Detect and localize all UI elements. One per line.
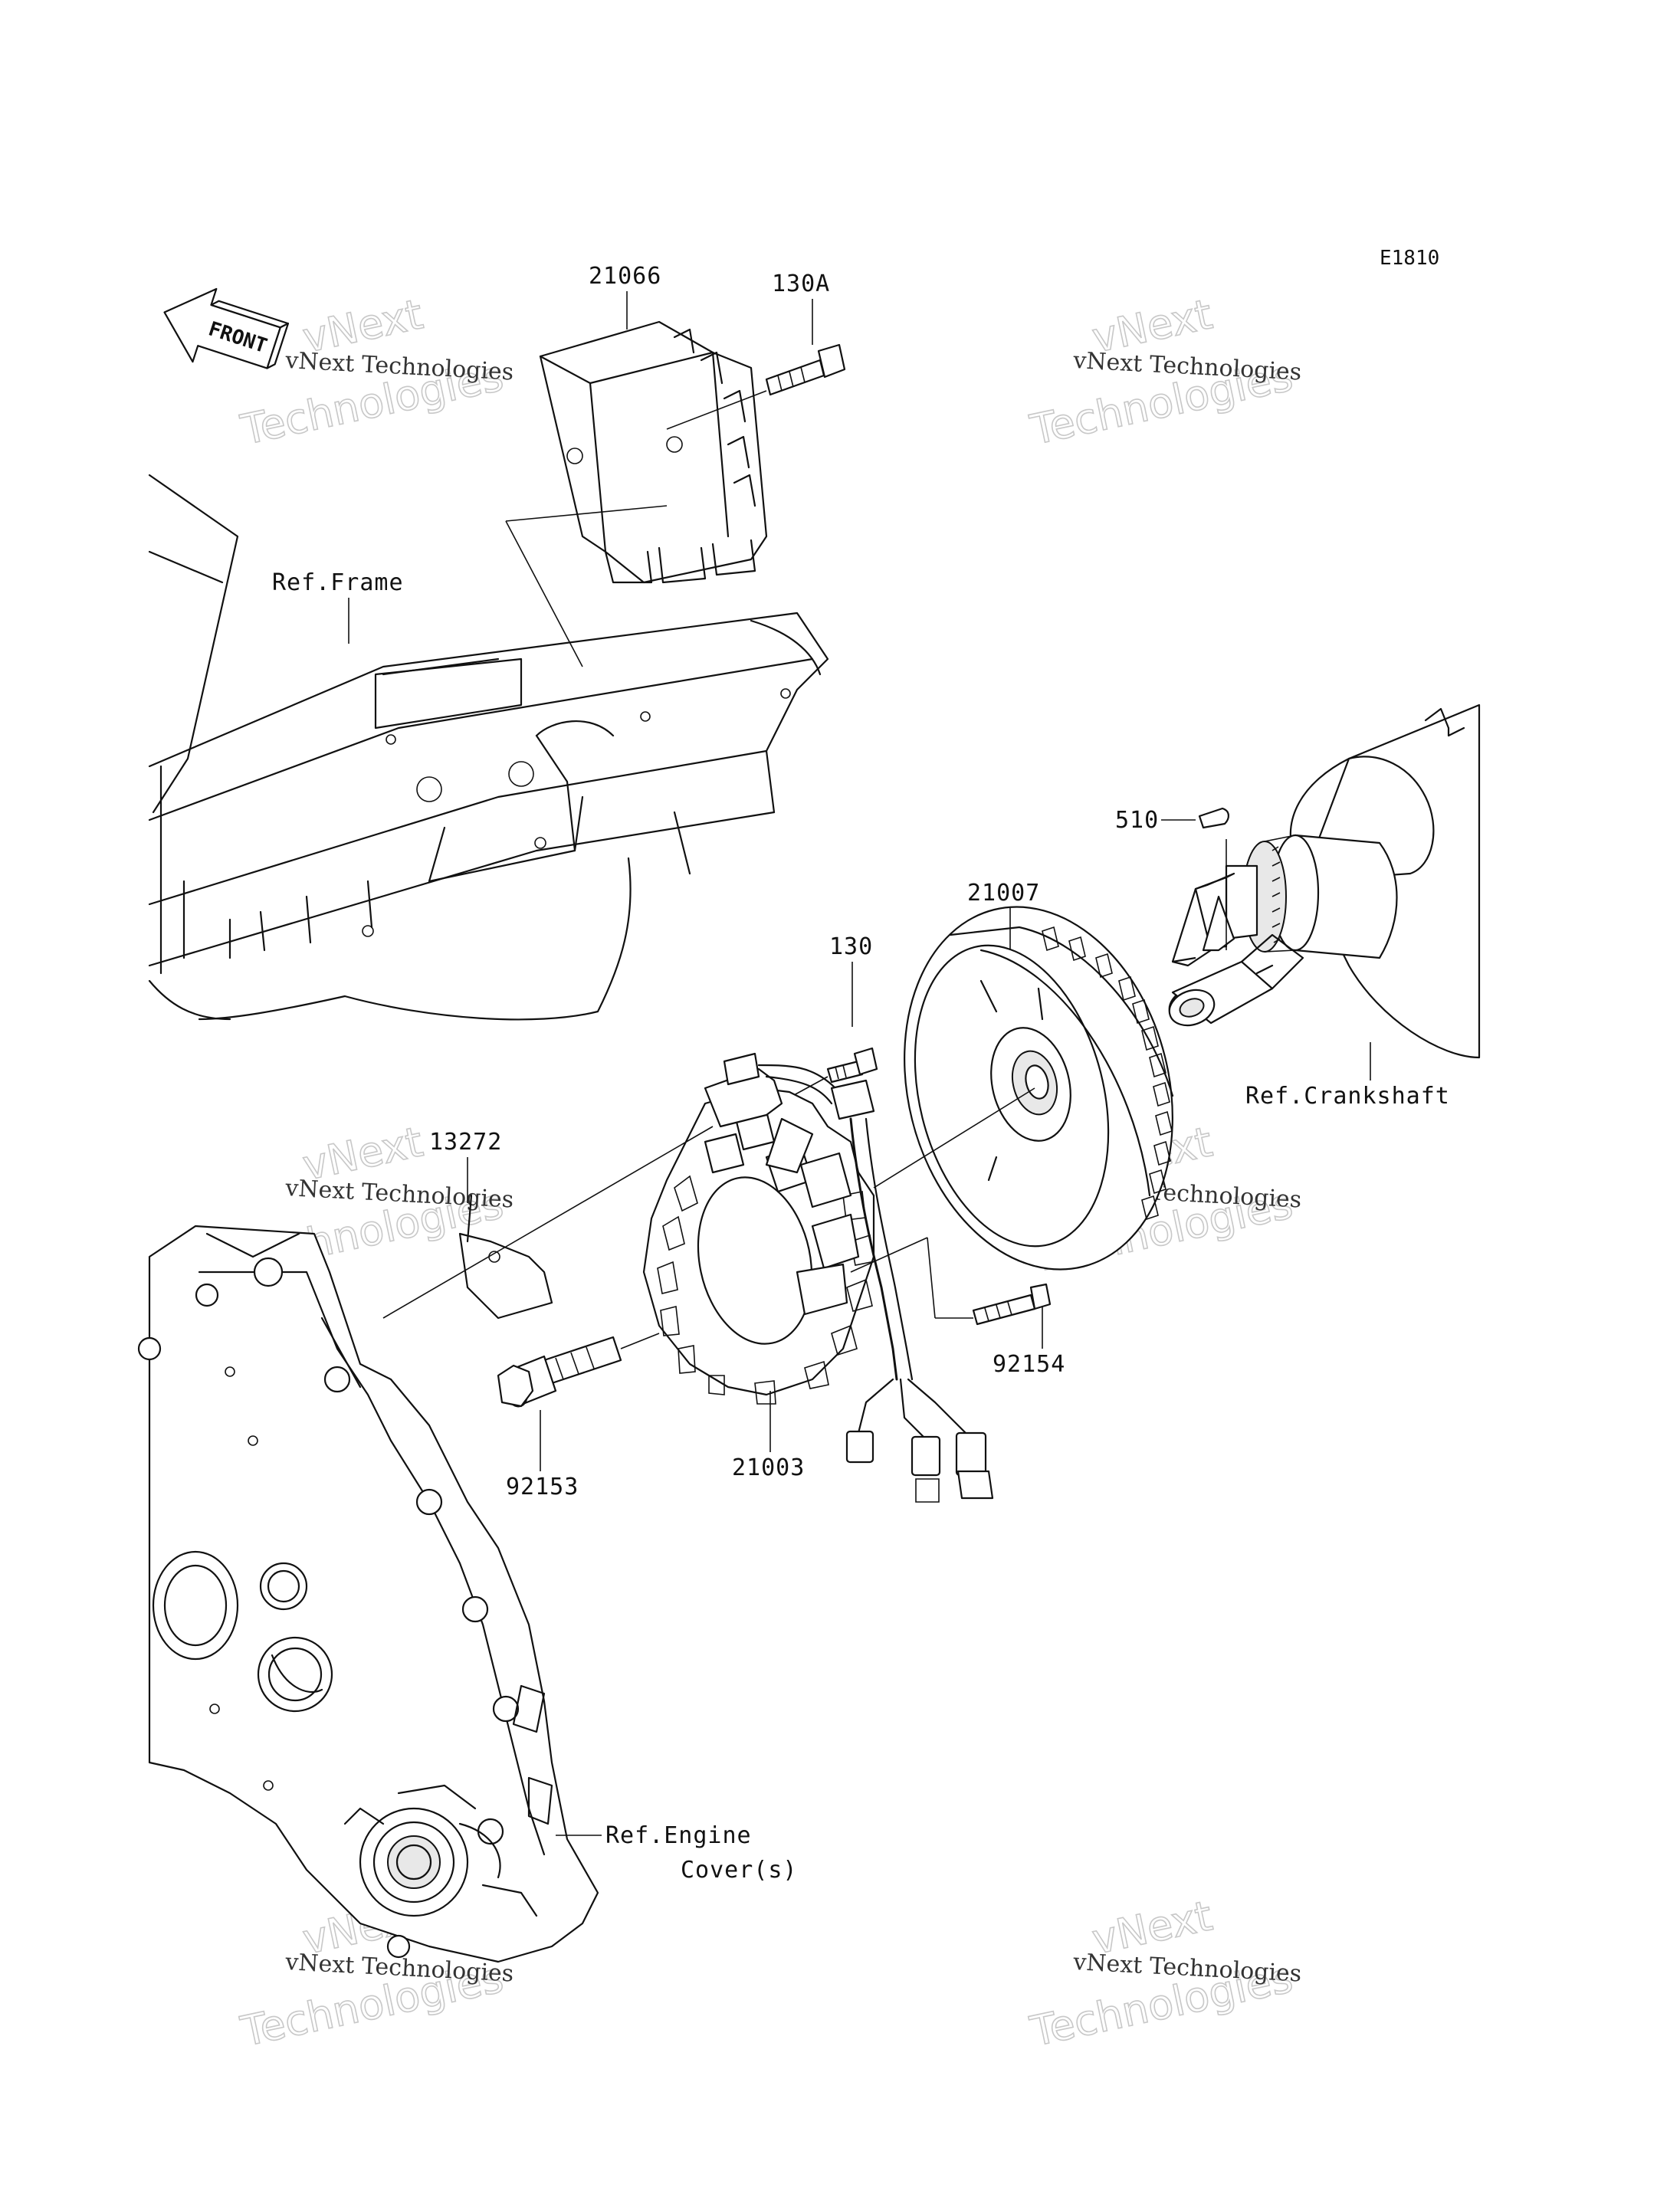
bolt-92153 bbox=[497, 1336, 622, 1408]
bolt-92154 bbox=[972, 1283, 1052, 1326]
callout-21003: 21003 bbox=[732, 1454, 805, 1481]
callout-21007: 21007 bbox=[967, 880, 1040, 907]
callout-21066: 21066 bbox=[589, 263, 661, 290]
callout-ref-frame: Ref.Frame bbox=[272, 569, 404, 596]
engine-cover-drawing bbox=[137, 1225, 599, 1963]
leader-rotor-to-stator bbox=[873, 1087, 1035, 1189]
callout-ref-engine-line1: Ref.Engine bbox=[605, 1822, 752, 1849]
callout-ref-crankshaft: Ref.Crankshaft bbox=[1245, 1083, 1450, 1110]
leader-130a-mount bbox=[666, 390, 767, 430]
leader-92153-mount bbox=[620, 1333, 660, 1349]
clamp-13272 bbox=[458, 1194, 553, 1320]
callout-ref-engine-line2: Cover(s) bbox=[681, 1857, 798, 1884]
callout-130: 130 bbox=[829, 933, 873, 960]
leader-clamp-to-stator bbox=[382, 1126, 714, 1319]
stator-21003 bbox=[642, 1052, 994, 1503]
key-510 bbox=[1198, 807, 1229, 829]
diagram-code: E1810 bbox=[1380, 247, 1439, 270]
callout-92153: 92153 bbox=[506, 1474, 579, 1500]
watermark-top-right: vNext Technologies vNext Technologies bbox=[1025, 289, 1302, 454]
bolt-130 bbox=[826, 1047, 878, 1084]
callout-92154: 92154 bbox=[993, 1351, 1065, 1378]
crankshaft-drawing bbox=[1168, 703, 1481, 1059]
leader-stator-cable bbox=[850, 1237, 973, 1319]
watermark-bottom-right: vNext Technologies vNext Technologies bbox=[1025, 1890, 1302, 2056]
callout-510: 510 bbox=[1115, 807, 1159, 834]
watermark-top-left: vNext Technologies vNext Technologies bbox=[236, 289, 514, 454]
callout-13272: 13272 bbox=[429, 1129, 502, 1156]
frame-drawing bbox=[148, 474, 829, 1021]
callout-130a: 130A bbox=[772, 271, 830, 297]
bolt-130a bbox=[765, 343, 846, 396]
regulator-rectifier-21066 bbox=[539, 320, 768, 584]
rotor-flywheel-21007 bbox=[904, 906, 1174, 1271]
leader-regulator-mount bbox=[505, 505, 668, 667]
front-arrow-icon: FRONT bbox=[163, 287, 290, 369]
